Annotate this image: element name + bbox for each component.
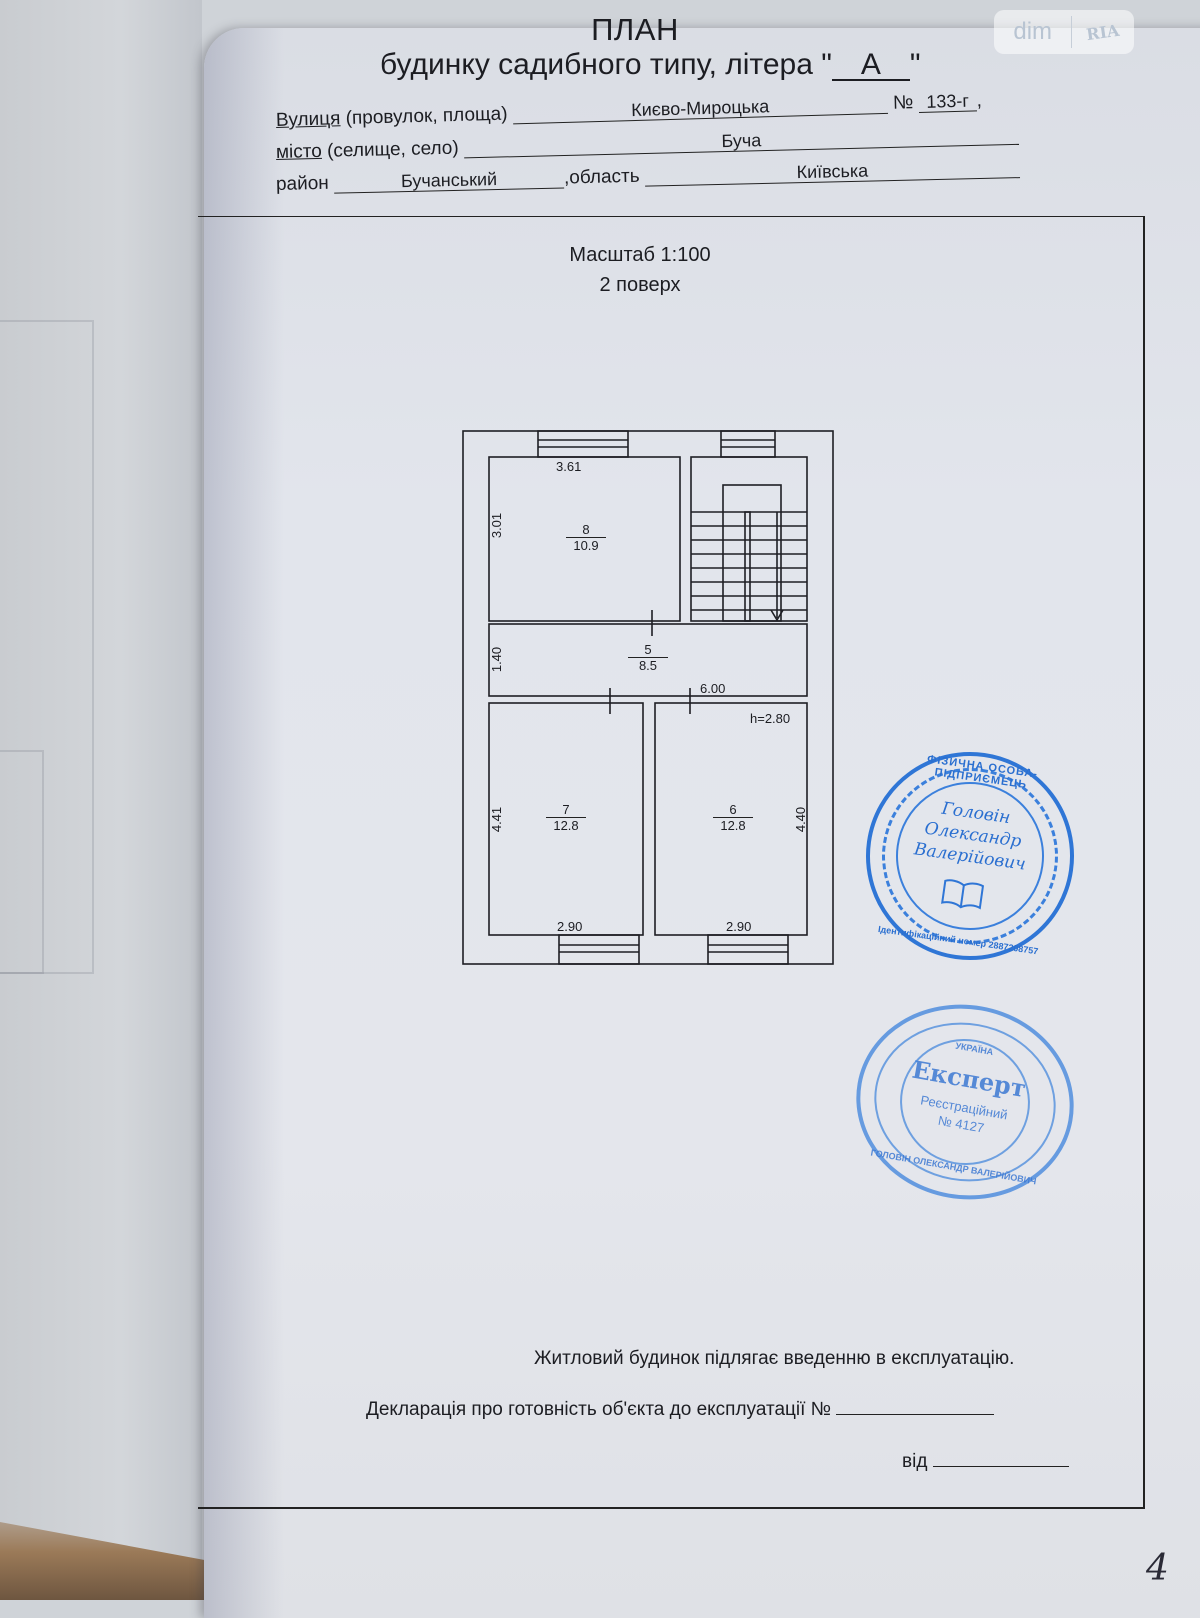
room7-area: 12.8 [553, 818, 579, 833]
date-label: від [902, 1451, 928, 1472]
floor-label: 2 поверх [599, 274, 681, 296]
floor-plan-drawing [462, 430, 834, 965]
room5-area: 8.5 [638, 658, 658, 673]
room5-label: 5 8.5 [628, 643, 668, 673]
document-title: ПЛАН [591, 12, 679, 47]
street-label: Вулиця [275, 108, 341, 131]
number-value: 133-г [918, 90, 977, 114]
room5-length: 1.40 [489, 646, 505, 673]
document-subtitle: будинку садибного типу, літера "А" [380, 48, 921, 82]
letter-value: А [831, 50, 910, 81]
plan-frame [198, 216, 1145, 1509]
watermark: dim RIA [994, 10, 1134, 54]
statement-text: Житловий будинок підлягає введенню в екс… [534, 1348, 1015, 1369]
ceiling-height: h=2.80 [750, 711, 791, 726]
floor-plan: 3.61 3.01 8 10.9 1.40 5 8.5 6.00 h=2.80 … [462, 430, 834, 965]
room7-width: 2.90 [557, 919, 583, 934]
book-icon [941, 879, 985, 910]
room6-area: 12.8 [720, 818, 746, 833]
district-value: Бучанський [333, 167, 565, 194]
scale-label: Масштаб 1:100 [569, 244, 711, 266]
room7-length: 4.41 [489, 806, 505, 833]
declaration-label: Декларація про готовність об'єкта до екс… [366, 1399, 832, 1420]
scale-block: Масштаб 1:100 2 поверх [520, 240, 760, 300]
date-blank [932, 1448, 1069, 1467]
room8-area: 10.9 [573, 538, 599, 553]
date-row: від [902, 1448, 1069, 1473]
room6-width: 2.90 [726, 919, 752, 934]
room6-label: 6 12.8 [713, 803, 753, 833]
room6-length: 4.40 [793, 806, 809, 833]
district-label: район [275, 172, 330, 195]
subtitle-suffix: " [909, 48, 921, 81]
ghost-frame [0, 320, 94, 974]
room5-number: 5 [628, 643, 668, 658]
declaration-number-blank [836, 1396, 995, 1415]
stamp1-name: Головін Олександр Валерійович [869, 789, 1076, 882]
subtitle-prefix: будинку садибного типу, літера " [380, 48, 832, 81]
overall-width: 6.00 [700, 681, 726, 696]
city-label: місто [275, 140, 323, 163]
room8-width: 3.61 [556, 459, 582, 474]
page-number: 4 [1146, 1548, 1169, 1589]
room8-length: 3.01 [489, 512, 505, 539]
room8-label: 8 10.9 [566, 523, 606, 553]
room8-number: 8 [566, 523, 606, 538]
room7-number: 7 [546, 803, 586, 818]
street-label-rest: (провулок, площа) [340, 103, 508, 130]
room7-label: 7 12.8 [546, 803, 586, 833]
entrepreneur-stamp: ФІЗИЧНА ОСОБА-ПІДПРИЄМЕЦЬ Головін Олекса… [852, 738, 1088, 974]
number-label: № [892, 92, 914, 114]
watermark-dim: dim [994, 16, 1073, 48]
city-label-rest: (селище, село) [321, 137, 459, 162]
region-label: ,область [563, 165, 640, 189]
room6-number: 6 [713, 803, 753, 818]
ghost-frame-inner [0, 750, 44, 974]
declaration-row: Декларація про готовність об'єкта до екс… [366, 1396, 995, 1421]
previous-page [0, 0, 202, 1600]
